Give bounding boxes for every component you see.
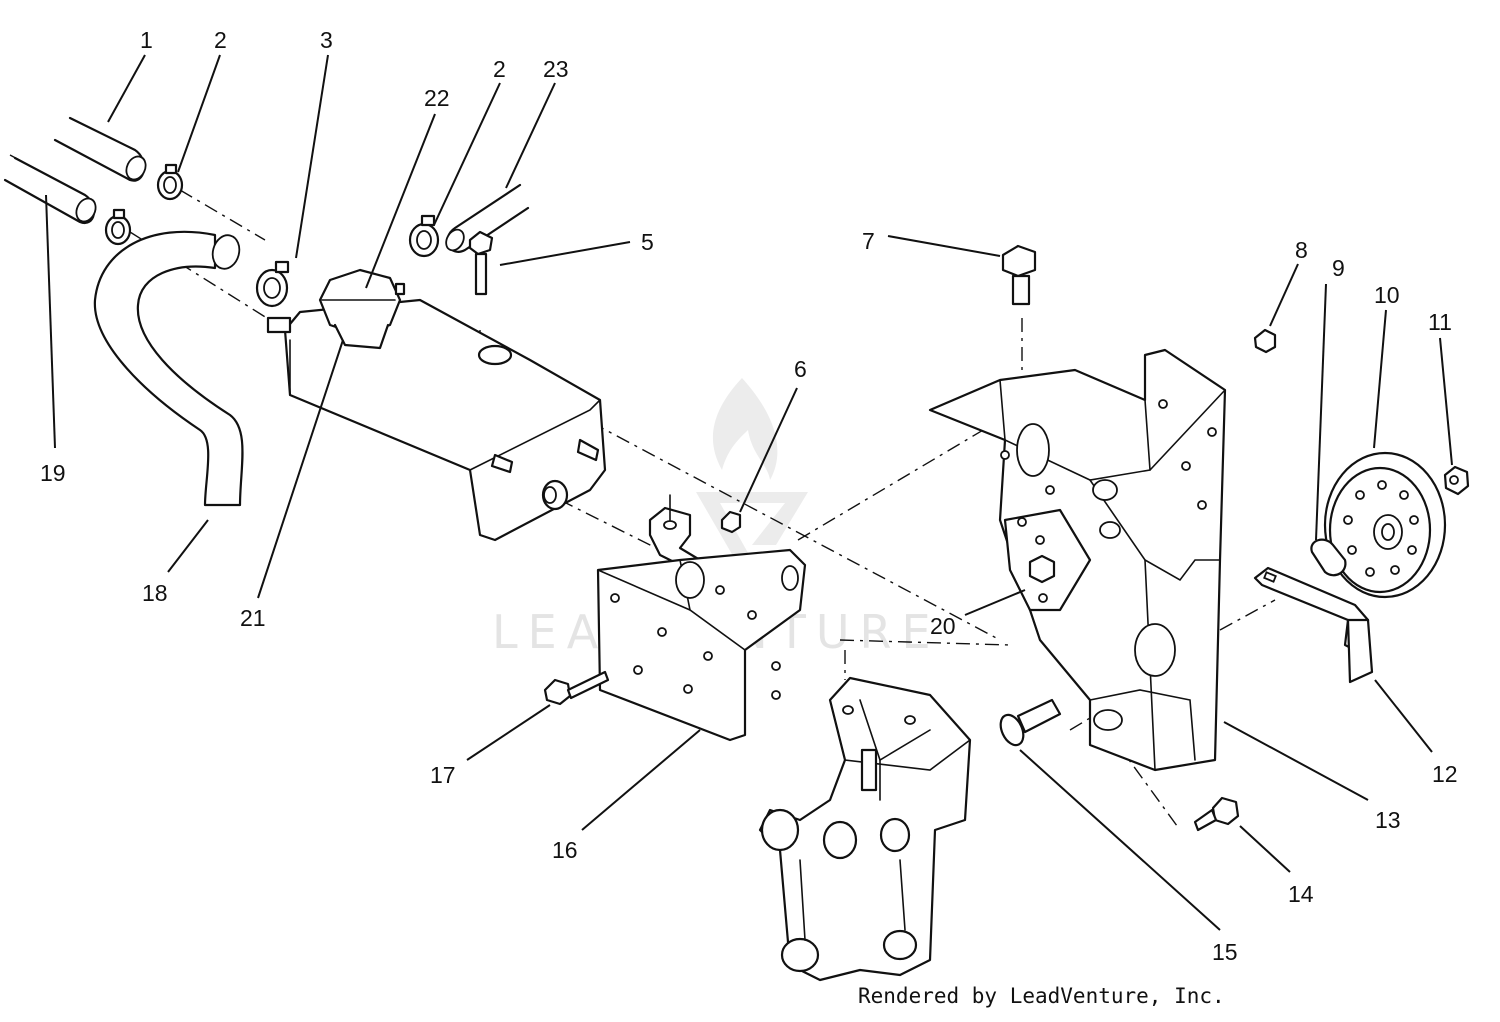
spacer-9	[1310, 538, 1347, 577]
callout-14: 14	[1288, 881, 1314, 907]
hose-1	[53, 116, 147, 182]
callout-13: 13	[1375, 807, 1401, 833]
callout-19: 19	[40, 460, 66, 486]
hose-clamps	[104, 163, 440, 308]
plate-20	[1003, 508, 1092, 612]
callout-3: 3	[320, 27, 333, 53]
callout-20: 20	[930, 613, 956, 639]
callout-23: 23	[543, 56, 569, 82]
callout-22: 22	[424, 85, 450, 111]
belt-guide-12	[1253, 566, 1374, 684]
carriage-bolt-15	[999, 698, 1062, 747]
callout-11: 11	[1428, 309, 1452, 335]
callout-18: 18	[142, 580, 168, 606]
hose-18	[93, 230, 244, 507]
pulley-10	[1323, 451, 1447, 599]
callout-16: 16	[552, 837, 578, 863]
callout-10: 10	[1374, 282, 1400, 308]
watermark-logo-icon	[696, 378, 808, 575]
pump-housing	[758, 676, 972, 982]
hose-19	[3, 156, 97, 225]
leader-lines	[45, 54, 1453, 931]
bolt-14	[1193, 796, 1240, 832]
callout-5: 5	[641, 229, 654, 255]
callout-8: 8	[1295, 237, 1308, 263]
callout-21: 21	[240, 605, 266, 631]
render-credit: Rendered by LeadVenture, Inc.	[858, 984, 1225, 1008]
callout-12: 12	[1432, 761, 1458, 787]
callout-2-left: 2	[214, 27, 227, 53]
callout-7: 7	[862, 228, 875, 254]
reservoir-tank	[266, 298, 607, 542]
nut-8	[1253, 328, 1277, 354]
nut-6	[720, 510, 742, 534]
bolt-17	[543, 670, 610, 706]
reservoir-cap	[318, 268, 406, 350]
bolt-7	[1001, 244, 1037, 306]
callout-1: 1	[140, 27, 153, 53]
nut-11	[1443, 465, 1470, 496]
callout-2-right: 2	[493, 56, 506, 82]
callout-9: 9	[1332, 255, 1345, 281]
callout-17: 17	[430, 762, 456, 788]
hose-23	[445, 183, 530, 253]
mount-bracket-16	[596, 548, 807, 742]
callout-15: 15	[1212, 939, 1238, 965]
callout-6: 6	[794, 356, 807, 382]
bolt-5	[468, 230, 494, 296]
callout-labels: 1 2 3 22 2 23 5 7 8 9 10 11 6 19 18 21 2…	[40, 27, 1458, 965]
